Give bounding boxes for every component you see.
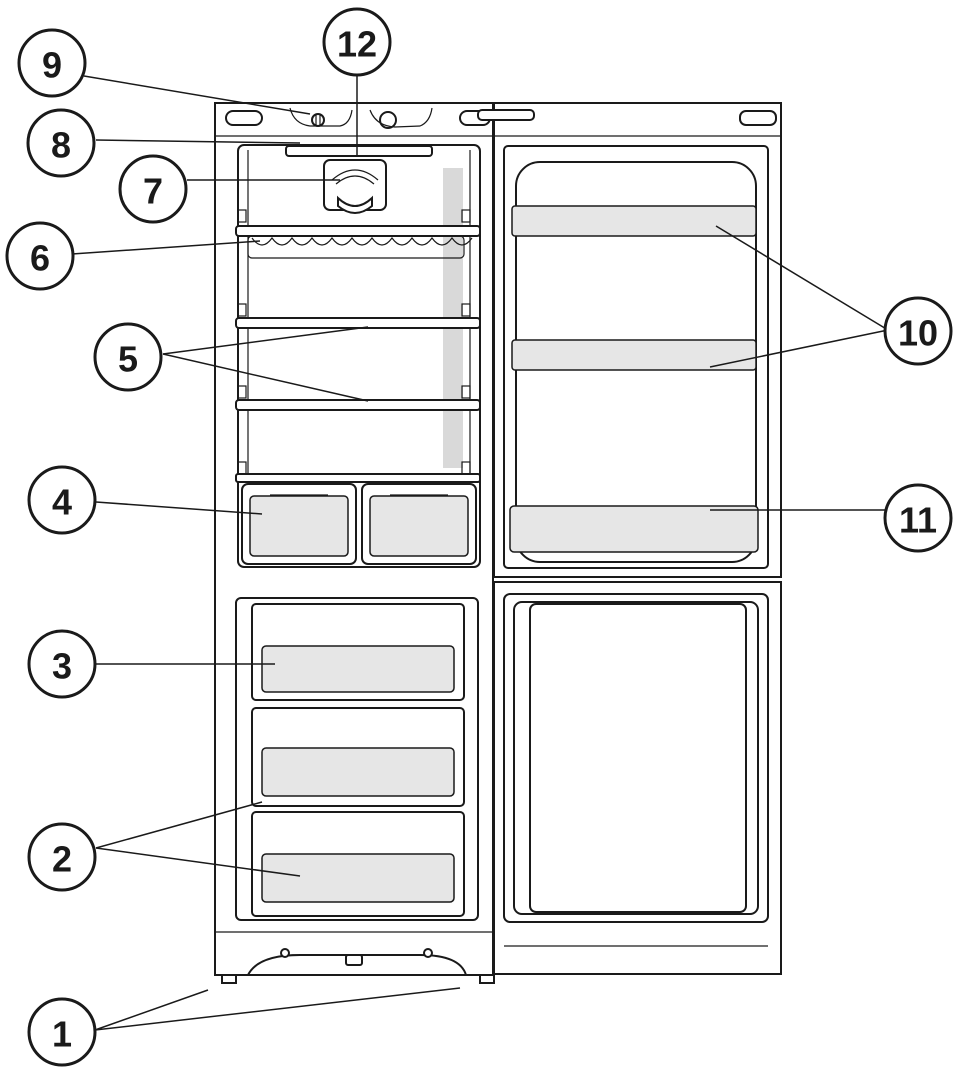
- callout-7: 7: [118, 154, 188, 224]
- callout-1: 1: [27, 997, 97, 1067]
- glass-shelves: [235, 209, 481, 483]
- callout-9-label: 9: [42, 45, 62, 86]
- callout-6-label: 6: [30, 238, 50, 279]
- callout-8-label: 8: [51, 125, 71, 166]
- wine-rack: [235, 225, 481, 259]
- callout-12: 12: [322, 7, 392, 77]
- thermostat-light-unit: [323, 159, 387, 214]
- freezer-door: [493, 581, 782, 975]
- fridge-door: [477, 102, 782, 578]
- callout-3: 3: [27, 629, 97, 699]
- callout-2-label: 2: [52, 839, 72, 880]
- callout-12-label: 12: [337, 24, 377, 65]
- callout-10: 10: [883, 296, 953, 366]
- callout-8: 8: [26, 108, 96, 178]
- callout-5: 5: [93, 322, 163, 392]
- callout-2: 2: [27, 822, 97, 892]
- plinth-and-feet: [215, 931, 495, 984]
- callout-6: 6: [5, 221, 75, 291]
- callout-10-label: 10: [898, 313, 938, 354]
- freezer-compartment: [235, 597, 479, 921]
- callout-1-label: 1: [52, 1014, 72, 1055]
- callout-4-label: 4: [52, 482, 72, 523]
- callout-9: 9: [17, 28, 87, 98]
- crisper-drawers: [241, 483, 477, 565]
- callout-4: 4: [27, 465, 97, 535]
- callout-11: 11: [883, 483, 953, 553]
- callout-5-label: 5: [118, 339, 138, 380]
- callout-11-label: 11: [899, 500, 937, 541]
- callout-3-label: 3: [52, 646, 72, 687]
- leader-lines: [71, 75, 889, 1031]
- callout-7-label: 7: [143, 171, 163, 212]
